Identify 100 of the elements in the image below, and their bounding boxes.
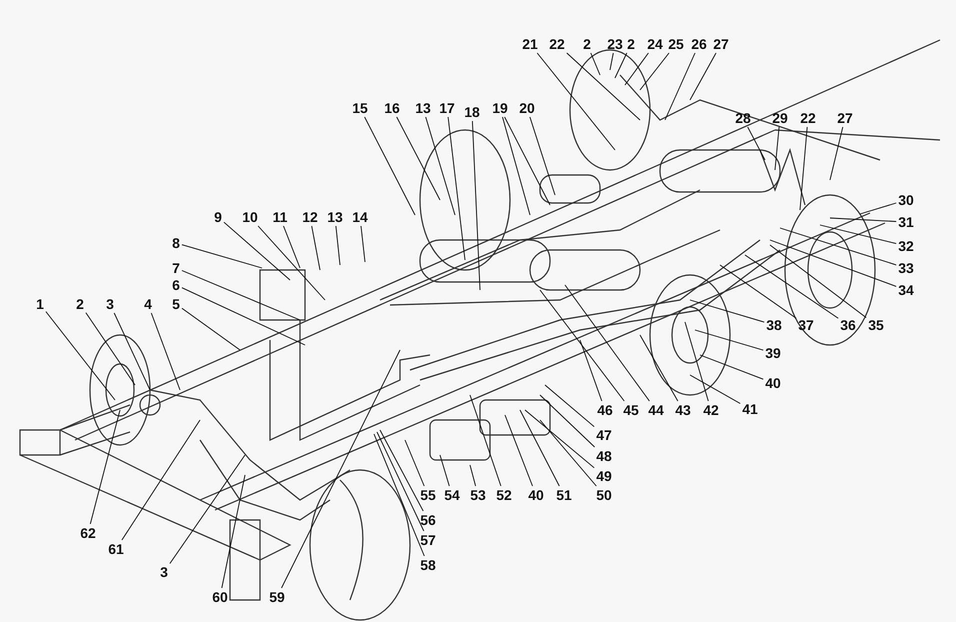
callout-number: 13 <box>326 209 344 225</box>
leader-line <box>374 434 425 556</box>
leader-line <box>614 52 628 78</box>
leader-line <box>540 420 597 486</box>
leader-line <box>744 254 839 319</box>
callout-number: 24 <box>646 36 664 52</box>
callout-number: 35 <box>867 317 885 333</box>
callout-number: 30 <box>897 192 915 208</box>
leader-line <box>529 116 556 196</box>
leader-line <box>448 116 466 260</box>
leader-line <box>624 52 649 86</box>
leader-line <box>700 354 764 380</box>
leader-line <box>181 270 300 320</box>
callout-number: 29 <box>771 110 789 126</box>
callout-number: 6 <box>171 277 181 293</box>
callout-number: 4 <box>143 296 153 312</box>
callout-number: 54 <box>443 487 461 503</box>
leader-line <box>311 226 320 270</box>
callout-number: 27 <box>836 110 854 126</box>
callout-number: 7 <box>171 260 181 276</box>
callout-number: 25 <box>667 36 685 52</box>
leader-line <box>540 290 625 402</box>
callout-number: 45 <box>622 402 640 418</box>
callout-number: 49 <box>595 468 613 484</box>
leader-line <box>720 264 797 319</box>
callout-number: 17 <box>438 100 456 116</box>
callout-number: 39 <box>764 345 782 361</box>
callout-number: 62 <box>79 525 97 541</box>
callout-number: 26 <box>690 36 708 52</box>
leader-line <box>440 454 450 486</box>
leader-line <box>540 394 596 448</box>
leader-line <box>694 330 764 351</box>
callout-number: 47 <box>595 427 613 443</box>
leader-line <box>820 224 897 244</box>
callout-number: 9 <box>213 209 223 225</box>
callout-number: 5 <box>171 296 181 312</box>
callout-number: 19 <box>491 100 509 116</box>
callout-number: 12 <box>301 209 319 225</box>
leader-line <box>860 202 897 214</box>
leader-line <box>283 226 300 268</box>
leader-line <box>684 322 709 402</box>
leader-line <box>223 222 290 280</box>
leader-line <box>169 454 246 564</box>
callout-number: 15 <box>351 100 369 116</box>
callout-number: 1 <box>35 296 45 312</box>
callout-number: 50 <box>595 487 613 503</box>
leader-line <box>472 120 480 290</box>
callout-number: 23 <box>606 36 624 52</box>
leader-line <box>524 410 595 468</box>
leader-line <box>580 340 602 402</box>
leader-line <box>425 116 456 216</box>
leader-line <box>504 116 550 206</box>
callout-number: 3 <box>105 296 115 312</box>
callout-number: 60 <box>211 589 229 605</box>
callout-number: 16 <box>383 100 401 116</box>
leader-line <box>544 384 595 428</box>
leader-line <box>536 52 616 150</box>
leader-line <box>800 126 808 210</box>
callout-number: 32 <box>897 238 915 254</box>
leader-line <box>690 374 741 404</box>
callout-number: 36 <box>839 317 857 333</box>
callout-number: 37 <box>797 317 815 333</box>
leader-line <box>564 284 650 402</box>
leader-line <box>640 52 670 90</box>
callout-number: 33 <box>897 260 915 276</box>
callout-number: 59 <box>268 589 286 605</box>
callout-number: 53 <box>469 487 487 503</box>
callout-number: 2 <box>75 296 85 312</box>
callout-number: 8 <box>171 235 181 251</box>
leader-line <box>770 240 897 287</box>
leader-line <box>335 226 340 266</box>
leader-line <box>770 244 867 318</box>
leader-line <box>504 414 533 486</box>
callout-number: 28 <box>734 110 752 126</box>
leader-line <box>181 308 240 350</box>
callout-number: 43 <box>674 402 692 418</box>
leader-line <box>221 474 246 588</box>
callout-number: 11 <box>272 209 288 225</box>
leader-line <box>690 300 765 323</box>
callout-number: 3 <box>159 564 169 580</box>
leader-line <box>640 334 678 402</box>
callout-number: 22 <box>548 36 566 52</box>
leader-line <box>181 287 306 346</box>
leader-line <box>774 126 780 170</box>
callout-number: 38 <box>765 317 783 333</box>
callout-number: 27 <box>712 36 730 52</box>
callout-number: 41 <box>741 401 759 417</box>
callout-number: 40 <box>527 487 545 503</box>
callout-number: 46 <box>596 402 614 418</box>
leader-line <box>590 52 600 76</box>
leader-line <box>470 464 476 486</box>
leader-line <box>830 218 897 222</box>
leader-line <box>376 432 424 532</box>
callout-number: 44 <box>647 402 665 418</box>
leader-line <box>360 226 366 262</box>
callout-number: 40 <box>764 375 782 391</box>
leader-line <box>380 430 424 512</box>
callout-number: 55 <box>419 487 437 503</box>
leader-line <box>780 228 897 266</box>
callout-number: 56 <box>419 512 437 528</box>
